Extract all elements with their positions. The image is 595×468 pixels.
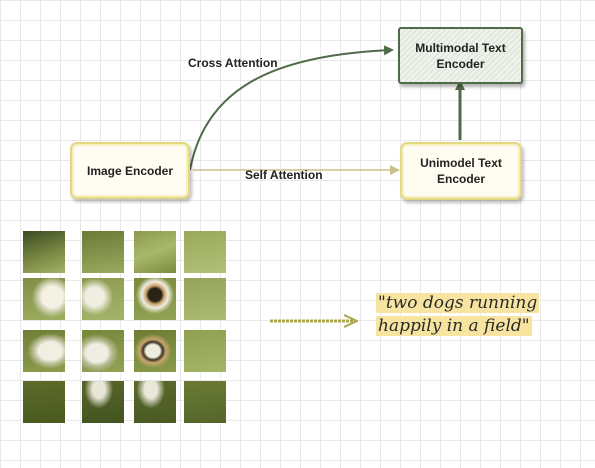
image-patch: [134, 231, 176, 273]
image-patch: [82, 231, 124, 273]
image-patch: [184, 231, 226, 273]
image-patch: [184, 330, 226, 372]
multimodal-text-encoder-label: Multimodal Text Encoder: [415, 40, 506, 71]
image-patch: [23, 381, 65, 423]
image-patch: [134, 330, 176, 372]
cross-attention-label: Cross Attention: [188, 56, 278, 70]
cross-attention-arrow: [189, 45, 394, 171]
unimodel-text-encoder-label: Unimodel Text Encoder: [420, 156, 502, 186]
multimodal-text-encoder-node: Multimodal Text Encoder: [398, 27, 523, 84]
generated-caption: "two dogs running happily in a field": [376, 292, 546, 338]
image-patch: [23, 278, 65, 320]
caption-line-1: "two dogs running: [376, 293, 540, 313]
image-patch: [23, 330, 65, 372]
image-patch: [82, 278, 124, 320]
image-patch: [134, 381, 176, 423]
image-patch: [82, 330, 124, 372]
caption-line-2: happily in a field": [376, 316, 532, 336]
unimodel-text-encoder-node: Unimodel Text Encoder: [400, 142, 522, 200]
image-patch: [23, 231, 65, 273]
image-patch: [134, 278, 176, 320]
image-encoder-label: Image Encoder: [86, 163, 174, 178]
image-patch: [184, 278, 226, 320]
image-patch: [82, 381, 124, 423]
self-attention-label: Self Attention: [245, 168, 323, 182]
image-patch: [184, 381, 226, 423]
image-encoder-node: Image Encoder: [70, 142, 190, 199]
